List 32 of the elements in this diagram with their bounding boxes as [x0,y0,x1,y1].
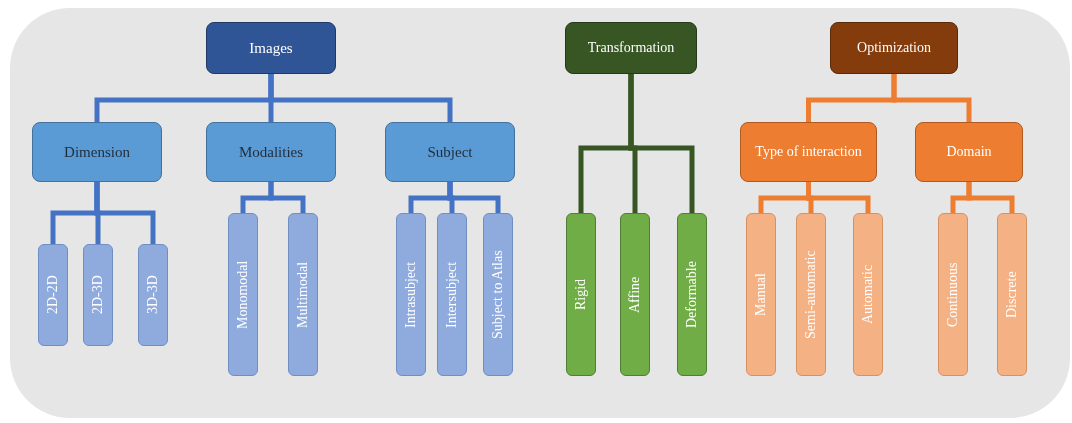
category-box: Images [206,22,336,74]
connector-line [806,182,871,213]
connector-line [966,182,1015,213]
leaf-box: Semi-automatic [796,213,826,376]
leaf-box: Subject to Atlas [483,213,513,376]
leaf-box: Deformable [677,213,707,376]
connector-line [268,182,306,213]
leaf-box: Continuous [938,213,968,376]
category-box: Optimization [830,22,958,74]
category-box: Modalities [206,122,336,182]
leaf-box: Rigid [566,213,596,376]
leaf-box: Affine [620,213,650,376]
category-box: Dimension [32,122,162,182]
leaf-box: Discrete [997,213,1027,376]
leaf-box: Automatic [853,213,883,376]
leaf-box: Intrasubject [396,213,426,376]
leaf-box: Multimodal [288,213,318,376]
leaf-box: Monomodal [228,213,258,376]
connector-line [94,182,156,244]
leaf-box: 3D-3D [138,244,168,346]
category-box: Subject [385,122,515,182]
connector-line [628,74,695,213]
connector-line [447,182,501,213]
category-box: Transformation [565,22,697,74]
connector-line [268,74,453,122]
leaf-box: Manual [746,213,776,376]
leaf-box: Intersubject [437,213,467,376]
leaf-box: 2D-3D [83,244,113,346]
category-box: Domain [915,122,1023,182]
connector-line [891,74,972,122]
leaf-box: 2D-2D [38,244,68,346]
category-box: Type of interaction [740,122,877,182]
